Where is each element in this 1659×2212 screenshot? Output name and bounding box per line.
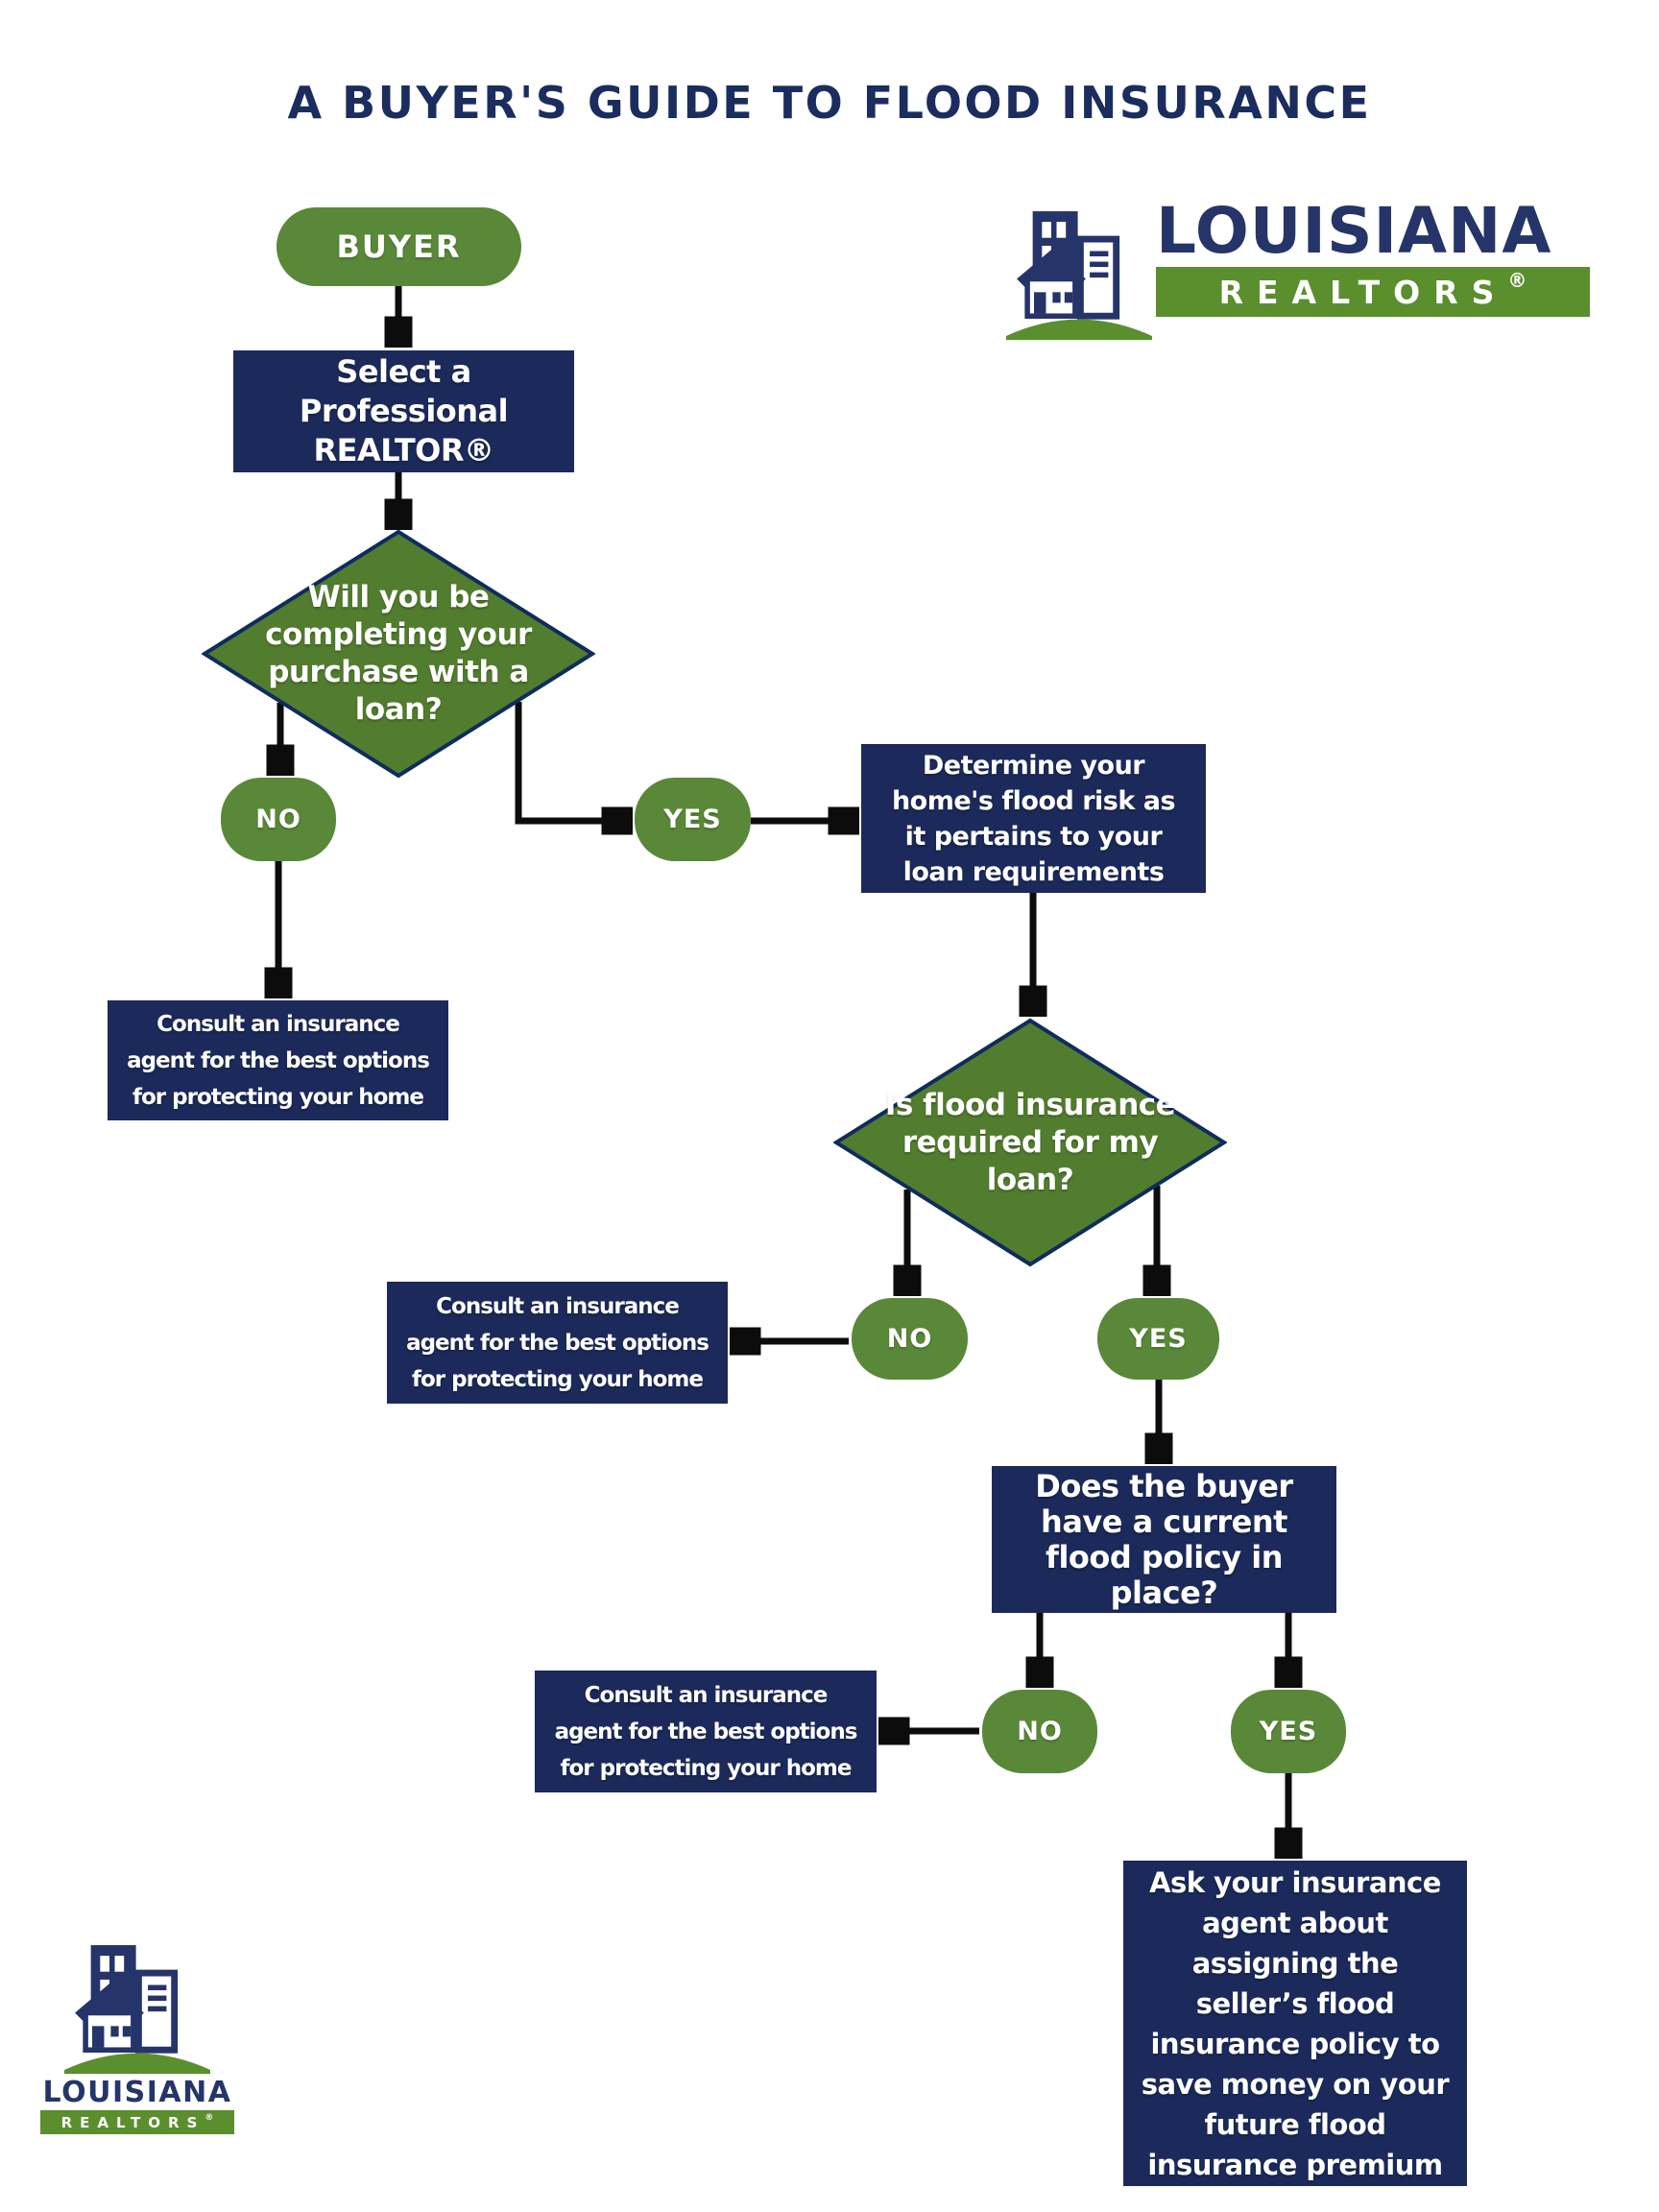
- step-assign-line: insurance premium: [1147, 2148, 1443, 2181]
- diamond-shape: [202, 529, 595, 779]
- step-consult-line: for protecting your home: [412, 1366, 704, 1392]
- step-determine-flood-risk: Determine your home's flood risk as it p…: [861, 744, 1206, 893]
- step-determine-line: it pertains to your: [904, 821, 1163, 852]
- logo-realtors-text: REALTORS: [60, 2113, 205, 2131]
- step-consult-agent-2: Consult an insurance agent for the best …: [387, 1282, 728, 1404]
- step-assign-line: insurance policy to: [1150, 2027, 1440, 2060]
- branch-no-3: NO: [982, 1690, 1097, 1773]
- step-assign-line: assigning the: [1191, 1946, 1399, 1980]
- step-consult-line: for protecting your home: [560, 1755, 853, 1781]
- logo-louisiana-text: LOUISIANA: [42, 2076, 232, 2109]
- arrow-diamond1-yes-elbow: [515, 702, 623, 821]
- decision-loan-purchase: Will you be completing your purchase wit…: [202, 529, 595, 779]
- step-policy-line: Does the buyer: [1035, 1467, 1293, 1504]
- decision-line: completing your: [265, 617, 532, 652]
- step-consult-agent-3: Consult an insurance agent for the best …: [535, 1671, 877, 1792]
- branch-no-2: NO: [852, 1298, 968, 1380]
- decision-line: Is flood insurance: [884, 1087, 1176, 1122]
- step-consult-line: agent for the best options: [127, 1047, 430, 1073]
- step-determine-line: home's flood risk as: [891, 785, 1176, 816]
- step-policy-line: place?: [1110, 1574, 1218, 1611]
- buildings-house-icon: [64, 1936, 210, 2083]
- step-assign-line: agent about: [1202, 1906, 1388, 1939]
- branch-no-1: NO: [221, 778, 336, 861]
- step-determine-line: Determine your: [922, 750, 1145, 781]
- branch-yes-1: YES: [635, 778, 751, 861]
- step-consult-line: for protecting your home: [132, 1084, 424, 1110]
- registered-mark: ®: [1507, 269, 1527, 292]
- logo-realtors-bar: REALTORS®: [1156, 267, 1590, 317]
- decision-line: purchase with a: [268, 655, 529, 689]
- step-consult-line: agent for the best options: [554, 1719, 858, 1744]
- diamond-shape: [833, 1018, 1227, 1267]
- step-current-flood-policy: Does the buyer have a current flood poli…: [992, 1466, 1336, 1613]
- branch-yes-3: YES: [1231, 1690, 1346, 1773]
- branch-yes-2: YES: [1097, 1298, 1219, 1380]
- decision-line: loan?: [354, 692, 443, 727]
- buildings-house-icon: [1006, 198, 1152, 353]
- registered-mark: ®: [204, 2112, 214, 2123]
- decision-line: loan?: [986, 1162, 1074, 1197]
- step-assign-line: seller’s flood: [1195, 1986, 1395, 2020]
- step-assign-line: save money on your: [1141, 2067, 1450, 2101]
- start-node-buyer: BUYER: [276, 207, 521, 286]
- step-assign-line: Ask your insurance: [1149, 1865, 1441, 1899]
- logo-wordmark: LOUISIANA REALTORS®: [1156, 198, 1590, 317]
- step-consult-line: Consult an insurance: [584, 1682, 829, 1708]
- logo-louisiana-text: LOUISIANA: [1156, 194, 1552, 268]
- step-consult-line: Consult an insurance: [156, 1011, 400, 1037]
- step-consult-agent-1: Consult an insurance agent for the best …: [108, 1000, 448, 1120]
- louisiana-realtors-logo-top: LOUISIANA REALTORS®: [1006, 198, 1590, 353]
- step-select-realtor: Select a Professional REALTOR®: [233, 350, 574, 472]
- logo-realtors-text: REALTORS: [1218, 273, 1508, 311]
- step-policy-line: flood policy in: [1046, 1538, 1283, 1575]
- step-select-realtor-line: REALTOR®: [313, 432, 494, 469]
- decision-insurance-required-text: Is flood insurance required for my loan?: [833, 1018, 1227, 1267]
- page-title: A BUYER'S GUIDE TO FLOOD INSURANCE: [287, 77, 1372, 129]
- decision-line: Will you be: [307, 580, 490, 614]
- step-determine-line: loan requirements: [902, 856, 1165, 887]
- decision-line: required for my: [902, 1124, 1159, 1160]
- step-assign-line: future flood: [1204, 2107, 1387, 2141]
- step-policy-line: have a current: [1041, 1503, 1287, 1540]
- logo-realtors-bar: REALTORS®: [40, 2110, 234, 2134]
- decision-insurance-required: Is flood insurance required for my loan?: [833, 1018, 1227, 1267]
- step-select-realtor-line: Professional: [299, 393, 509, 429]
- decision-loan-purchase-text: Will you be completing your purchase wit…: [202, 529, 595, 779]
- step-assign-sellers-policy: Ask your insurance agent about assigning…: [1123, 1861, 1467, 2186]
- louisiana-realtors-logo-bottom: LOUISIANA REALTORS®: [38, 1936, 236, 2134]
- step-consult-line: Consult an insurance: [436, 1293, 680, 1319]
- step-consult-line: agent for the best options: [406, 1330, 709, 1356]
- step-select-realtor-line: Select a: [336, 353, 471, 390]
